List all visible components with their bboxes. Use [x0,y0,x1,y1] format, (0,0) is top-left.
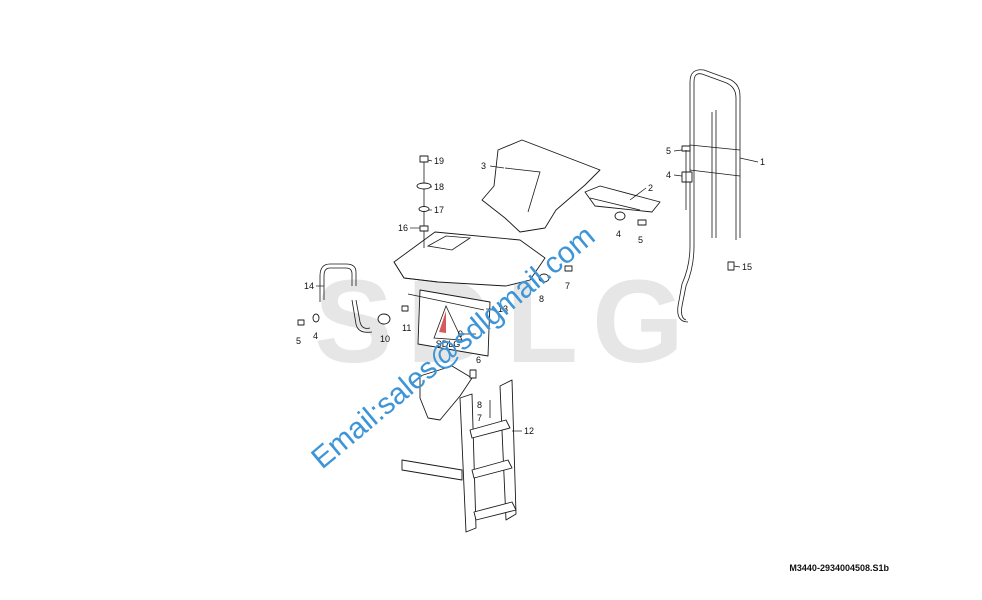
platform-step-edge [393,261,439,283]
washer-4-bracket [614,211,626,221]
platform-cutout [504,167,541,213]
handrail-middle-post [711,110,717,238]
ladder-right-rail [499,379,517,521]
callout-3: 3 [481,161,486,171]
callout-19: 19 [434,156,444,166]
handrail-outer-tube [681,73,737,321]
part-handrail [677,69,741,323]
callout-4-handle: 4 [313,331,318,341]
callout-5-handle: 5 [296,336,301,346]
part-warning-sign: SDLG [417,289,491,357]
ladder-side-brace [401,459,463,481]
washer-17 [418,206,430,212]
bolt-15 [727,261,735,271]
callout-17: 17 [434,205,444,215]
nut-16 [419,225,429,232]
leader-3 [489,165,505,169]
washer-18 [416,182,432,190]
leader-15 [733,265,741,268]
callout-2: 2 [648,183,653,193]
callout-12: 12 [524,426,534,436]
callout-13: 13 [498,304,508,314]
callout-7-platform: 7 [565,281,570,291]
washer-4-handle [312,313,320,323]
leader-4-handrail [673,174,683,177]
callout-5-bracket: 5 [638,235,643,245]
callout-5-handrail: 5 [666,146,671,156]
callout-9: 9 [458,329,463,339]
platform-step-recess [426,235,472,251]
leader-1 [739,157,759,163]
bolt-7-platform [564,265,573,272]
callout-8-ladder: 8 [477,400,482,410]
bolt-19-head [419,155,429,163]
callout-4-handrail: 4 [666,170,671,180]
callout-1: 1 [760,157,765,167]
warning-sign-label: SDLG [436,339,461,349]
ladder-left-rail [459,393,477,533]
ladder-step-bottom [473,501,517,521]
leader-5-handrail [673,149,683,152]
callout-18: 18 [434,182,444,192]
grab-handle-tube-lower [351,299,373,333]
washer-8-platform [538,273,550,283]
warning-sign-red-mark [439,311,446,333]
part-bracket [584,185,661,213]
leader-19 [427,159,433,162]
leader-2 [629,187,647,201]
callout-16: 16 [398,223,408,233]
callout-11: 11 [402,323,411,333]
callout-labels: 1 2 3 4 4 4 5 5 5 6 7 7 8 8 9 10 11 12 1… [296,146,765,436]
bolt-6-ladder [469,369,477,379]
part-platform [393,139,601,287]
part-ladder [401,365,517,533]
handrail-crossbars [689,144,741,177]
bracket-fold [589,197,641,211]
handrail-inner-tube [677,69,741,323]
callout-14: 14 [304,281,314,291]
fasteners [297,145,735,418]
leader-lines [316,149,759,432]
bolt-5-handle [297,319,305,326]
warning-sign-triangle [433,304,463,341]
bolt-11 [401,305,409,312]
ladder-step-top [469,419,511,439]
callout-15: 15 [742,262,752,272]
drawing-code: M3440-2934004508.S1b [789,563,889,573]
bolt-5-bracket [637,219,647,226]
callout-4-bracket: 4 [616,229,621,239]
spacer-4-handrail [681,171,693,183]
ladder-mount-frame [419,365,473,421]
part-grab-handle [319,263,373,333]
bracket-plate [584,185,661,213]
platform-upper-section [481,139,601,233]
fastener-13-axis [407,293,485,311]
callout-10: 10 [380,334,390,344]
ladder-step-middle [471,459,513,479]
callout-7-ladder: 7 [477,413,482,423]
callout-8-platform: 8 [539,294,544,304]
washer-10 [377,313,391,325]
grab-handle-tube-upper [319,263,357,302]
callout-6: 6 [476,355,481,365]
